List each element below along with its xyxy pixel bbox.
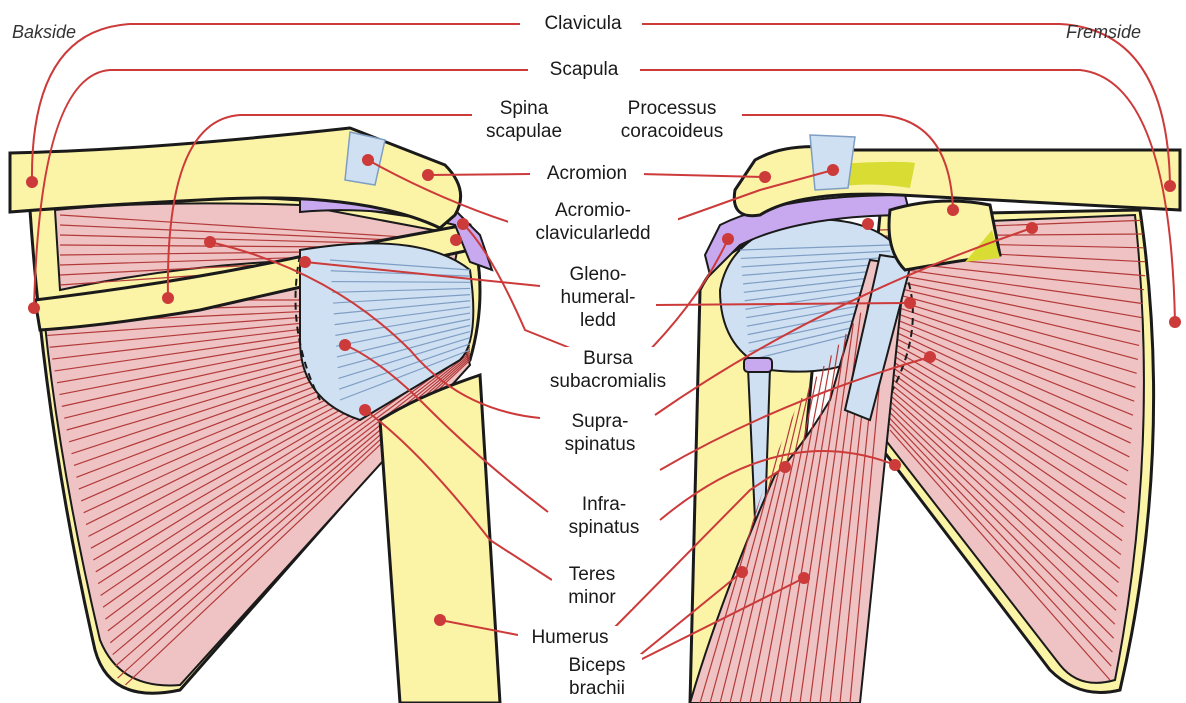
pointer-dot <box>299 256 311 268</box>
label-acromion: Acromion <box>530 162 644 185</box>
pointer-dot <box>162 292 174 304</box>
label-scapula: Scapula <box>532 58 636 81</box>
pointer-dot <box>862 218 874 230</box>
label-clavicula: Clavicula <box>525 12 641 35</box>
pointer-dot <box>434 614 446 626</box>
pointer-dot <box>26 176 38 188</box>
pointer-dot <box>1026 222 1038 234</box>
label-infraspinatus: Infra-spinatus <box>552 493 656 539</box>
pointer-dot <box>736 566 748 578</box>
pointer-dot <box>904 297 916 309</box>
label-humerus: Humerus <box>518 626 622 649</box>
front-side-label: Fremside <box>1066 22 1141 43</box>
pointer-dot <box>450 234 462 246</box>
pointer-dot <box>422 169 434 181</box>
pointer-dot <box>1169 316 1181 328</box>
pointer-dot <box>924 351 936 363</box>
pointer-dot <box>722 233 734 245</box>
ac-joint-front <box>810 135 855 190</box>
pointer-dot <box>359 404 371 416</box>
label-glenohumeralledd: Gleno-humeral-ledd <box>540 263 656 332</box>
label-supraspinatus: Supra-spinatus <box>548 410 652 456</box>
pointer-dot <box>362 154 374 166</box>
pointer-dot <box>779 461 791 473</box>
pointer-dot <box>457 218 469 230</box>
pointer-dot <box>339 339 351 351</box>
front-view <box>690 135 1180 703</box>
humerus-back <box>380 375 500 703</box>
pointer-dot <box>28 302 40 314</box>
pointer-dot <box>947 204 959 216</box>
pointer-dot <box>759 171 771 183</box>
label-acromioclavicularledd: Acromio-clavicularledd <box>508 199 678 245</box>
pointer-dot <box>204 236 216 248</box>
back-view <box>10 128 500 703</box>
back-side-label: Bakside <box>12 22 76 43</box>
pointer-dot <box>1164 180 1176 192</box>
pointer-dot <box>889 459 901 471</box>
tendon-sheath <box>744 358 772 372</box>
pointer-dot <box>798 572 810 584</box>
fiber-line <box>332 282 470 283</box>
pointer-dot <box>827 164 839 176</box>
